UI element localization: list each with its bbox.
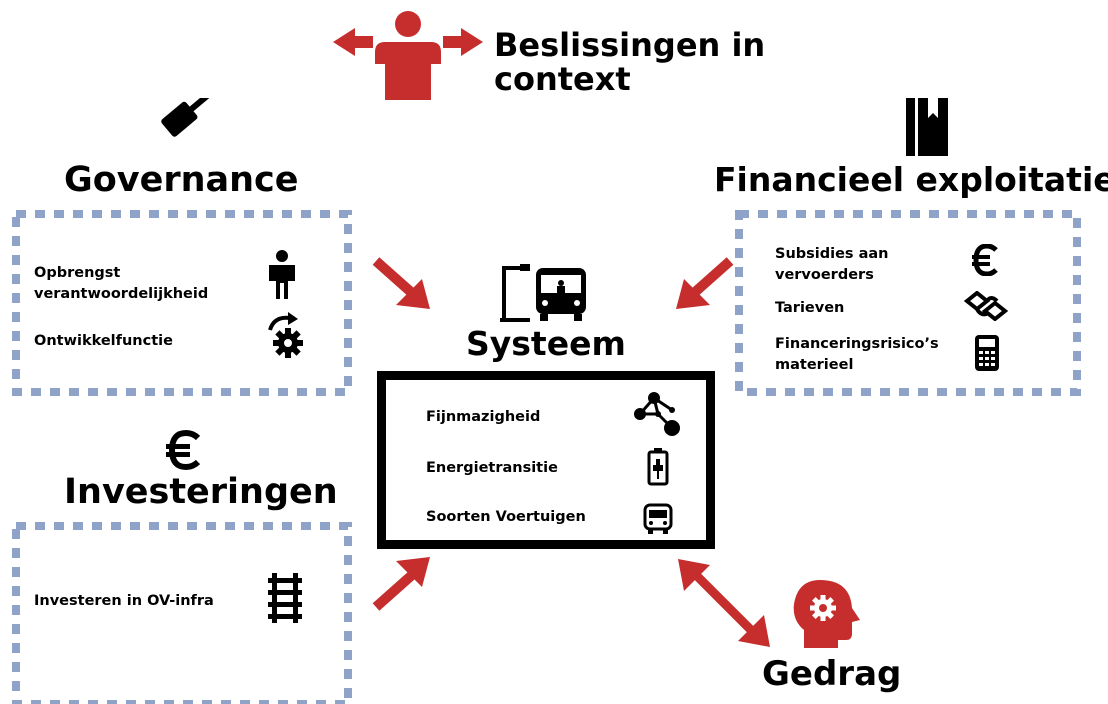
financieel-box bbox=[735, 210, 1081, 396]
systeem-heading: Systeem bbox=[466, 324, 626, 363]
calculator-icon bbox=[974, 334, 1000, 372]
bus-icon bbox=[643, 503, 673, 535]
ledger-icon bbox=[906, 98, 948, 156]
gedrag-heading: Gedrag bbox=[762, 654, 902, 694]
governance-heading: Governance bbox=[64, 160, 299, 200]
governance-box bbox=[12, 210, 352, 396]
page-title: Beslissingen in context bbox=[494, 26, 766, 98]
ticket-icon bbox=[963, 291, 1009, 321]
arrow-financieel-to-systeem bbox=[672, 255, 734, 311]
person-icon bbox=[268, 249, 296, 301]
gavel-icon bbox=[156, 98, 218, 156]
investeringen-box bbox=[12, 522, 352, 704]
systeem-item-label: Soorten Voertuigen bbox=[426, 509, 586, 525]
investeringen-heading: Investeringen bbox=[64, 472, 338, 512]
governance-item-label: Ontwikkelfunctie bbox=[34, 333, 173, 349]
person-decision-icon bbox=[333, 6, 483, 102]
network-icon bbox=[632, 388, 682, 438]
arrow-governance-to-systeem bbox=[372, 255, 434, 311]
financieel-item-label: Tarieven bbox=[775, 300, 845, 316]
governance-item-label: Opbrengst verantwoordelijkheid bbox=[34, 265, 209, 303]
arrow-systeem-gedrag bbox=[676, 557, 772, 649]
financieel-heading: Financieel exploitatie bbox=[714, 160, 1108, 199]
battery-icon bbox=[647, 448, 669, 486]
systeem-item-label: Fijnmazigheid bbox=[426, 409, 541, 425]
gear-arrow-icon bbox=[264, 312, 306, 358]
rail-track-icon bbox=[268, 573, 302, 623]
financieel-item-label: Subsidies aan vervoerders bbox=[775, 246, 889, 284]
systeem-item-label: Energietransitie bbox=[426, 460, 558, 476]
investeringen-item-label: Investeren in OV-infra bbox=[34, 593, 214, 609]
euro-icon bbox=[972, 244, 1000, 276]
bus-stop-icon bbox=[500, 262, 590, 324]
head-gear-icon bbox=[790, 578, 862, 648]
arrow-investeringen-to-systeem bbox=[372, 555, 434, 611]
euro-icon bbox=[166, 430, 202, 470]
financieel-item-label: Financeringsrisico’s materieel bbox=[775, 336, 939, 374]
